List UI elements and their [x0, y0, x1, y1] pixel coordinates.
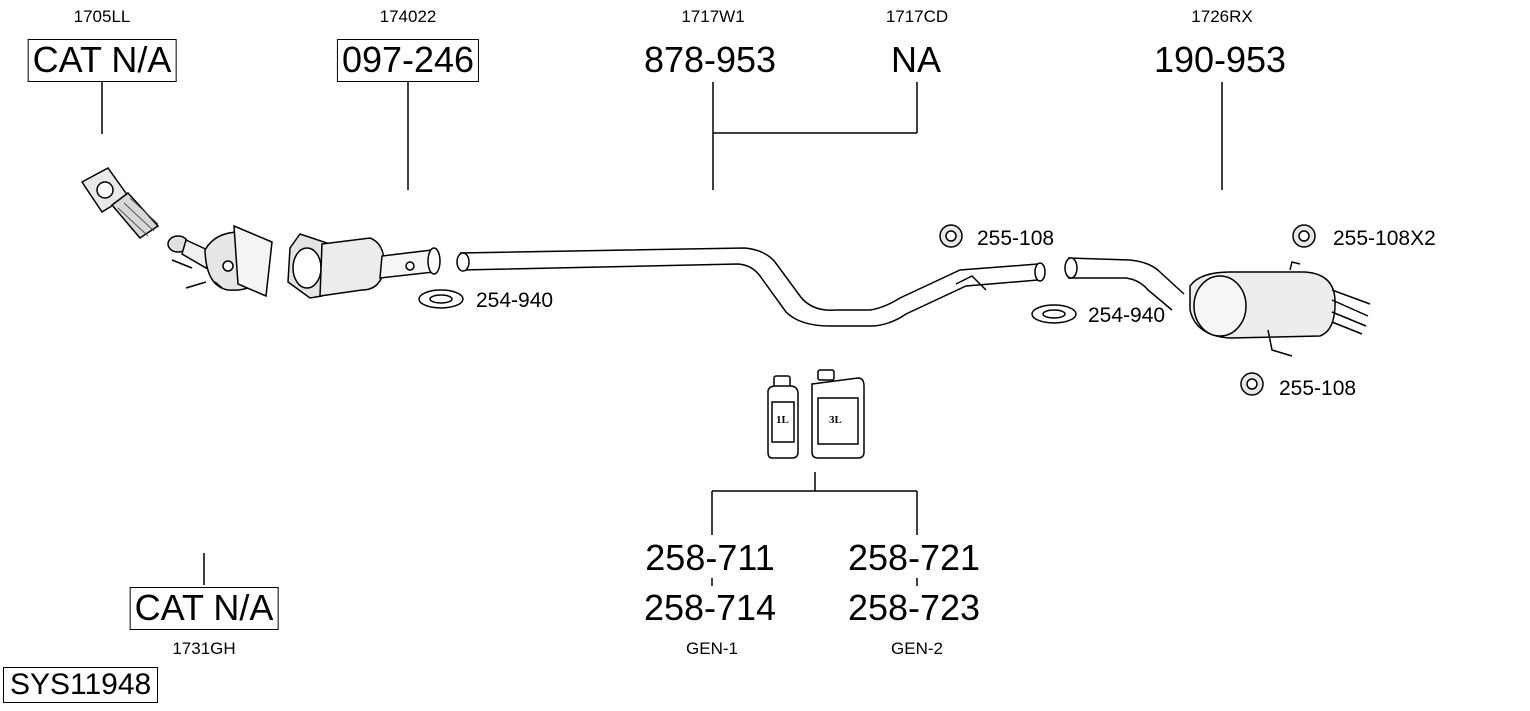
callout-mount-mid[interactable]: 255-108 [977, 227, 1055, 250]
group-1705ll-part[interactable]: CAT N/A [27, 39, 177, 82]
callout-clamp-front[interactable]: 254-940 [476, 289, 554, 312]
front-catalyst-icon [167, 224, 273, 298]
gen2-part-2[interactable]: 258-723 [847, 587, 981, 628]
front-flex-pipe-icon [80, 167, 160, 239]
gen2-label: GEN-2 [891, 639, 943, 658]
canister-3l-icon [811, 369, 865, 459]
bottle-1l-icon [767, 375, 799, 459]
gen1-part-2[interactable]: 258-714 [643, 587, 777, 628]
rear-silencer-icon [1064, 257, 1371, 357]
group-1731gh-part[interactable]: CAT N/A [129, 587, 279, 630]
pipe-clamp-icon [1031, 304, 1077, 324]
gen1-label: GEN-1 [686, 639, 738, 658]
gen2-part-1[interactable]: 258-721 [847, 537, 981, 578]
group-1731gh-ref: 1731GH [172, 639, 236, 658]
rubber-mount-icon [1240, 372, 1264, 396]
system-code: SYS11948 [3, 667, 159, 703]
pipe-clamp-icon [418, 289, 464, 309]
group-174022-ref: 174022 [379, 7, 437, 26]
group-1717w1-ref: 1717W1 [681, 7, 745, 26]
bottle-1l-label: 1L [776, 414, 789, 426]
catalytic-converter-icon [287, 233, 441, 299]
callout-mount-silencer[interactable]: 255-108 [1279, 377, 1357, 400]
group-1717w1-part[interactable]: 878-953 [643, 39, 777, 80]
group-1705ll-ref: 1705LL [73, 7, 131, 26]
callout-mount-rear[interactable]: 255-108X2 [1333, 227, 1436, 250]
group-1726rx-ref: 1726RX [1191, 7, 1253, 26]
group-174022-part[interactable]: 097-246 [336, 39, 480, 82]
group-1726rx-part[interactable]: 190-953 [1153, 39, 1287, 80]
rubber-mount-icon [939, 224, 963, 248]
rubber-mount-icon [1292, 224, 1316, 248]
group-1717cd-ref: 1717CD [885, 7, 949, 26]
group-1717cd-part[interactable]: NA [890, 39, 942, 80]
gen1-part-1[interactable]: 258-711 [645, 537, 775, 578]
callout-clamp-rear[interactable]: 254-940 [1088, 304, 1166, 327]
canister-3l-label: 3L [829, 414, 842, 426]
intermediate-pipe-icon [456, 247, 1046, 327]
